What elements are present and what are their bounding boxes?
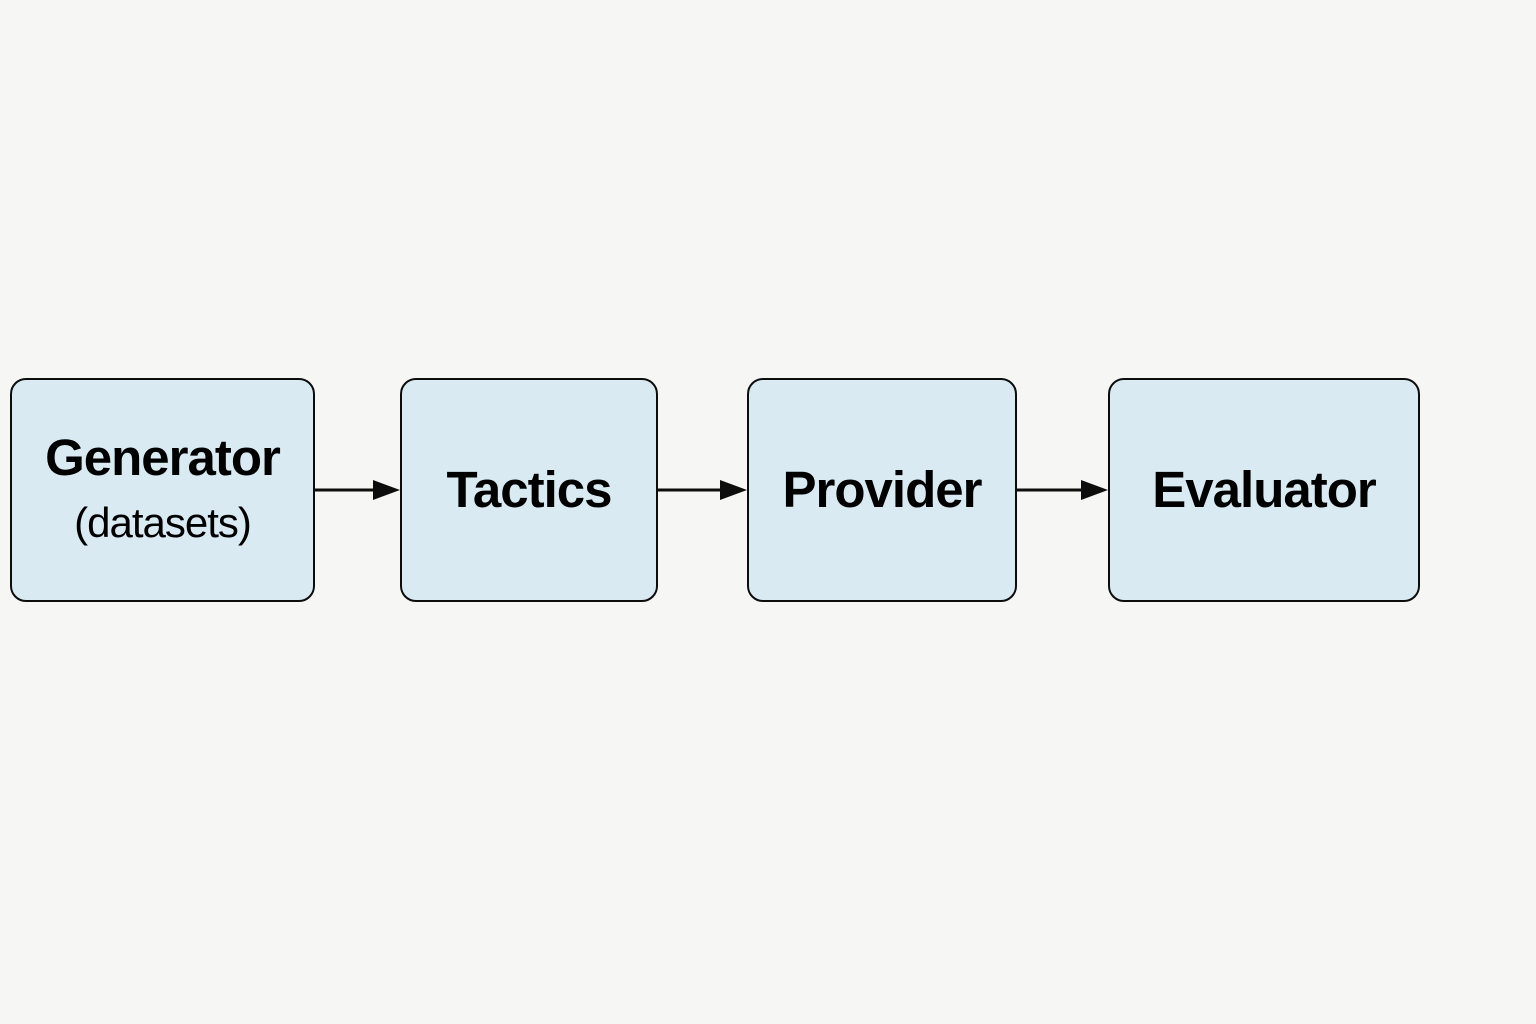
arrow-right-icon bbox=[315, 480, 400, 500]
node-generator: Generator (datasets) bbox=[10, 378, 315, 602]
arrow-right-icon bbox=[658, 480, 747, 500]
node-tactics-label: Tactics bbox=[446, 460, 613, 518]
node-provider-label: Provider bbox=[782, 460, 983, 518]
arrow-right-icon bbox=[1017, 480, 1108, 500]
node-provider: Provider bbox=[747, 378, 1017, 602]
node-evaluator: Evaluator bbox=[1108, 378, 1420, 602]
node-generator-sublabel: (datasets) bbox=[74, 499, 252, 547]
node-generator-label: Generator bbox=[45, 429, 281, 487]
flowchart: Generator (datasets) Tactics Provider Ev… bbox=[10, 378, 1420, 602]
node-evaluator-label: Evaluator bbox=[1152, 460, 1376, 518]
node-tactics: Tactics bbox=[400, 378, 658, 602]
